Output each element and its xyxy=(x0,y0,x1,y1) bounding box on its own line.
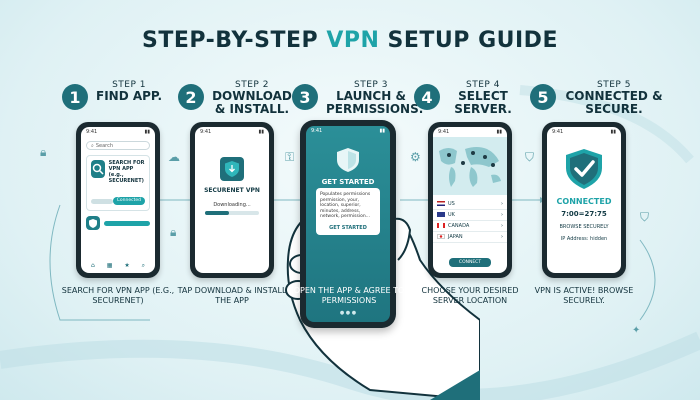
status-time: 9:41 xyxy=(438,129,450,135)
shield-icon: ⛉ xyxy=(525,150,535,164)
chevron-right-icon: › xyxy=(501,201,503,207)
japan-flag-icon xyxy=(437,234,445,239)
step-number: 5 xyxy=(530,84,556,110)
step-title: CONNECTED & SECURE. xyxy=(565,89,663,116)
key-icon: ⚿ xyxy=(285,150,295,164)
shield-icon xyxy=(306,148,390,172)
server-item-canada[interactable]: CANADA› xyxy=(433,221,507,232)
app-search-result[interactable]: SEARCH FOR VPN APP (e.g., SECURENET) Con… xyxy=(86,155,150,211)
search-input[interactable]: ⌕ Search xyxy=(86,141,150,150)
status-time: 9:41 xyxy=(552,129,564,135)
status-time: 9:41 xyxy=(86,129,98,135)
search-icon: ⌕ xyxy=(91,142,94,149)
gear-icon: ⚙ xyxy=(410,150,421,164)
us-flag-icon xyxy=(437,201,445,206)
step-label: STEP 2 xyxy=(235,80,269,90)
step-2-caption: TAP DOWNLOAD & INSTALL THE APP xyxy=(177,286,287,305)
signal-icon: ▮▮ xyxy=(610,129,616,135)
world-map xyxy=(433,137,507,195)
step-3-caption: OPEN THE APP & AGREE TO PERMISSIONS xyxy=(293,286,405,305)
browse-securely-label: BROWSE SECURELY xyxy=(559,224,609,230)
download-progress-track xyxy=(205,211,259,215)
canada-flag-icon xyxy=(437,223,445,228)
server-item-uk[interactable]: UK› xyxy=(433,210,507,221)
list-item[interactable] xyxy=(86,216,150,230)
sparkle-icon: ✦ xyxy=(632,325,641,336)
uk-flag-icon xyxy=(437,212,445,217)
apps-icon[interactable]: ▦ xyxy=(106,262,113,269)
cloud-icon: ☁ xyxy=(168,150,180,164)
phone-step-5: 9:41 ▮▮ CONNECTED 7:00=27:75 BROWSE SECUR… xyxy=(542,122,626,278)
search-icon[interactable]: ⌕ xyxy=(141,262,146,269)
app-name: SECURENET VPN xyxy=(204,187,260,194)
step-title: DOWNLOAD & INSTALL. xyxy=(212,89,292,116)
step-title: LAUNCH & PERMISSIONS. xyxy=(326,89,424,116)
step-number: 1 xyxy=(62,84,88,110)
phone-step-3: 9:41 ▮▮ GET STARTED Populates permissions… xyxy=(300,120,396,328)
shield-icon xyxy=(86,216,100,230)
step-title: SELECT SERVER. xyxy=(454,89,512,116)
connection-timer: 7:00=27:75 xyxy=(561,210,607,218)
chevron-right-icon: › xyxy=(501,223,503,229)
step-label: STEP 1 xyxy=(112,80,146,90)
phone-step-1: 9:41 ▮▮ ⌕ Search SEARCH FOR VPN APP (e.g.… xyxy=(76,122,160,278)
lock-icon: 🔒︎ xyxy=(170,225,177,239)
step-label: STEP 3 xyxy=(354,80,388,90)
step-5-caption: VPN IS ACTIVE! BROWSE SECURELY. xyxy=(534,286,634,305)
shield-check-icon xyxy=(547,149,621,189)
shield-icon: ⛉ xyxy=(640,210,650,224)
server-item-us[interactable]: US› xyxy=(433,199,507,210)
step-1-caption: SEARCH FOR VPN APP (e.g., SECURENET) xyxy=(61,286,175,305)
chevron-right-icon: › xyxy=(501,212,503,218)
placeholder-bar xyxy=(91,199,113,204)
step-5-header: 5 STEP 5 CONNECTED & SECURE. xyxy=(530,80,664,124)
lock-icon: 🔒︎ xyxy=(40,145,47,159)
chevron-right-icon: › xyxy=(501,234,503,240)
step-number: 3 xyxy=(292,84,318,110)
step-label: STEP 5 xyxy=(597,80,631,90)
step-number: 4 xyxy=(414,84,440,110)
step-3-header: 3 STEP 3 LAUNCH & PERMISSIONS. xyxy=(292,80,424,124)
permissions-text: Populates permissions permission, your, … xyxy=(320,192,371,219)
step-number: 2 xyxy=(178,84,204,110)
get-started-button[interactable]: GET STARTED xyxy=(329,224,367,231)
signal-icon: ▮▮ xyxy=(496,129,502,135)
server-list: US› UK› CANADA› JAPAN› xyxy=(433,199,507,243)
page-dots: ● ● ● xyxy=(339,310,357,316)
connection-status: CONNECTED xyxy=(556,197,612,206)
step-2-header: 2 STEP 2 DOWNLOAD & INSTALL. xyxy=(178,80,292,124)
download-progress-fill xyxy=(205,211,230,215)
location-pin-icon xyxy=(447,151,495,167)
page-title: STEP-BY-STEP VPN SETUP GUIDE xyxy=(142,28,558,53)
download-shield-icon xyxy=(220,157,244,181)
search-magnify-icon xyxy=(91,160,105,178)
phone-step-2: 9:41 ▮▮ SECURENET VPN Downloading... xyxy=(190,122,274,278)
step-4-caption: CHOOSE YOUR DESIRED SERVER LOCATION xyxy=(421,286,519,305)
step-title: FIND APP. xyxy=(96,89,163,103)
status-time: 9:41 xyxy=(200,129,212,135)
status-time: 9:41 xyxy=(311,128,323,134)
connect-button[interactable]: CONNECT xyxy=(448,258,492,267)
phone-step-4: 9:41 ▮▮ US› UK› CANADA› JAPAN› xyxy=(428,122,512,278)
signal-icon: ▮▮ xyxy=(258,129,264,135)
permissions-dialog: Populates permissions permission, your, … xyxy=(316,188,380,235)
download-status: Downloading... xyxy=(213,202,251,208)
home-icon[interactable]: ⌂ xyxy=(90,262,95,269)
ip-address-label: IP Address: hidden xyxy=(560,236,608,242)
step-4-header: 4 STEP 4 SELECT SERVER. xyxy=(414,80,518,124)
get-started-heading: GET STARTED xyxy=(321,178,375,186)
signal-icon: ▮▮ xyxy=(379,128,385,134)
app-card-title: SEARCH FOR VPN APP (e.g., SECURENET) xyxy=(108,160,145,184)
signal-icon: ▮▮ xyxy=(144,129,150,135)
connected-button[interactable]: Connected xyxy=(112,196,145,205)
bottom-nav: ⌂ ▦ ★ ⌕ xyxy=(85,262,151,270)
star-icon[interactable]: ★ xyxy=(124,262,130,269)
server-item-japan[interactable]: JAPAN› xyxy=(433,232,507,243)
step-1-header: 1 STEP 1 FIND APP. xyxy=(62,80,162,124)
placeholder-bar xyxy=(104,220,150,226)
step-label: STEP 4 xyxy=(466,80,500,90)
